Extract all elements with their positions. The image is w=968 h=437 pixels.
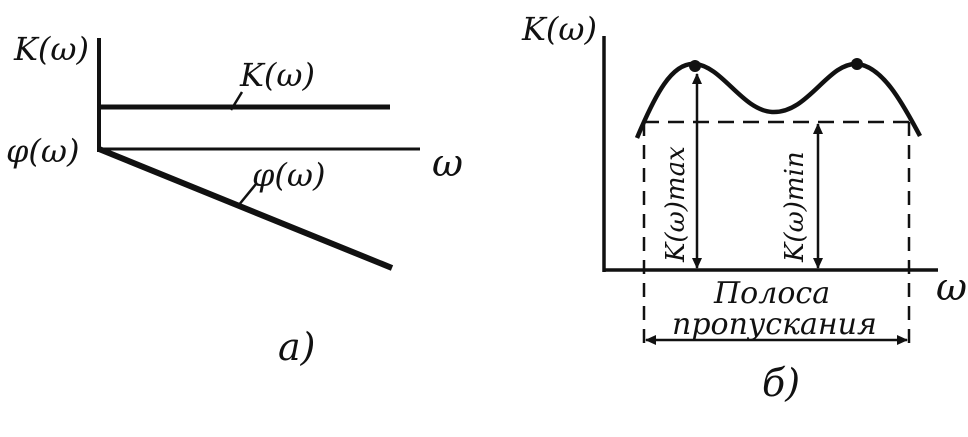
panel-a-x-label: ω — [432, 141, 463, 185]
panel-b-y-label: K(ω) — [521, 10, 597, 48]
panel-a-y-label-k: K(ω) — [13, 30, 89, 68]
panel-a-k-leader — [229, 91, 244, 111]
panel-b-response-curve — [634, 61, 922, 139]
panel-a-y-label-phi: φ(ω) — [6, 132, 79, 170]
panel-b-band-label-line2: пропускания — [672, 307, 877, 342]
panel-a-curve-phi-label: φ(ω) — [252, 156, 325, 194]
panel-a: K(ω) φ(ω) K(ω) φ(ω) ω а) — [6, 30, 463, 369]
panel-b-peak-marker-left — [689, 60, 701, 72]
panel-b-x-label: ω — [936, 265, 967, 309]
panel-b-band-label-line1: Полоса — [713, 276, 830, 311]
panel-b-kmax-label: K(ω)max — [661, 146, 691, 263]
panel-a-phi-curve — [97, 146, 394, 271]
panel-a-curve-k-label: K(ω) — [239, 56, 315, 94]
panel-a-phi-leader — [237, 183, 257, 207]
panel-b-peak-marker-right — [851, 58, 863, 70]
panel-b-kmin-label: K(ω)min — [780, 151, 810, 263]
panel-b-caption: б) — [762, 361, 800, 405]
panel-b: K(ω) ω K(ω)max K(ω)min Полоса пропускани… — [521, 10, 967, 405]
panel-a-caption: а) — [278, 325, 315, 369]
